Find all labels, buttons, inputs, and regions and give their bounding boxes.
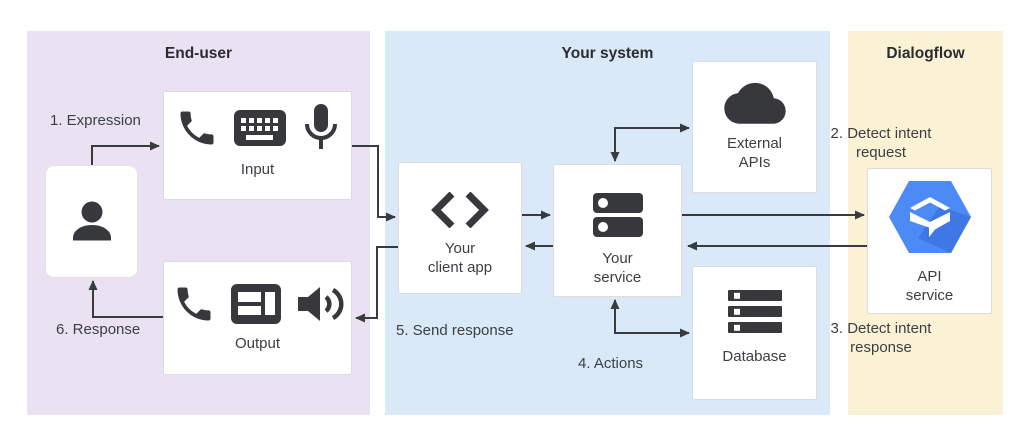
layout-icon: [230, 284, 281, 324]
panel-title-your-system: Your system: [561, 45, 654, 62]
storage-icon: [727, 290, 782, 333]
phone-icon: [180, 111, 213, 145]
node-output: Output: [163, 261, 352, 375]
node-client-app: Your client app: [398, 162, 522, 294]
node-external-apis-label: External APIs: [726, 135, 783, 172]
label-detect-intent-response: 3. Detect intent response: [830, 320, 932, 357]
label-detect-intent-request: 2. Detect intent request: [830, 125, 932, 162]
node-end-user-person: [45, 165, 138, 278]
node-database: Database: [692, 266, 817, 400]
node-external-apis: External APIs: [692, 61, 817, 193]
phone-icon: [177, 287, 210, 321]
input-icon-row: [175, 103, 341, 153]
person-icon: [72, 201, 111, 240]
panel-title-dialogflow: Dialogflow: [886, 45, 965, 62]
node-service-label: Your service: [593, 250, 642, 287]
arrow-service-external-apis: [610, 123, 690, 162]
arrow-expression: [91, 141, 160, 165]
code-icon: [431, 192, 489, 228]
output-icon-row: [172, 282, 344, 326]
server-icon: [592, 193, 643, 237]
node-output-label: Output: [234, 335, 281, 352]
node-api-service-label: API service: [905, 268, 954, 305]
arrow-response: [88, 280, 163, 318]
cloud-icon: [723, 82, 786, 124]
node-input: Input: [163, 91, 352, 200]
node-database-label: Database: [722, 348, 787, 365]
node-client-app-label: Your client app: [427, 240, 493, 277]
label-response: 6. Response: [56, 321, 141, 338]
label-expression: 1. Expression: [50, 112, 141, 129]
node-service: Your service: [553, 164, 682, 297]
arrow-input-to-client-app: [352, 145, 396, 222]
keyboard-icon: [233, 110, 286, 146]
label-send-response: 5. Send response: [396, 322, 514, 339]
dialogflow-logo-icon: [888, 181, 971, 253]
label-actions: 4. Actions: [578, 355, 644, 372]
arrow-send-response: [355, 246, 398, 323]
node-api-service: API service: [867, 168, 992, 314]
speaker-icon: [297, 287, 343, 321]
panel-title-end-user: End-user: [164, 45, 233, 62]
mic-icon: [304, 104, 337, 149]
node-input-label: Input: [240, 161, 275, 178]
arrow-service-database: [610, 299, 690, 338]
